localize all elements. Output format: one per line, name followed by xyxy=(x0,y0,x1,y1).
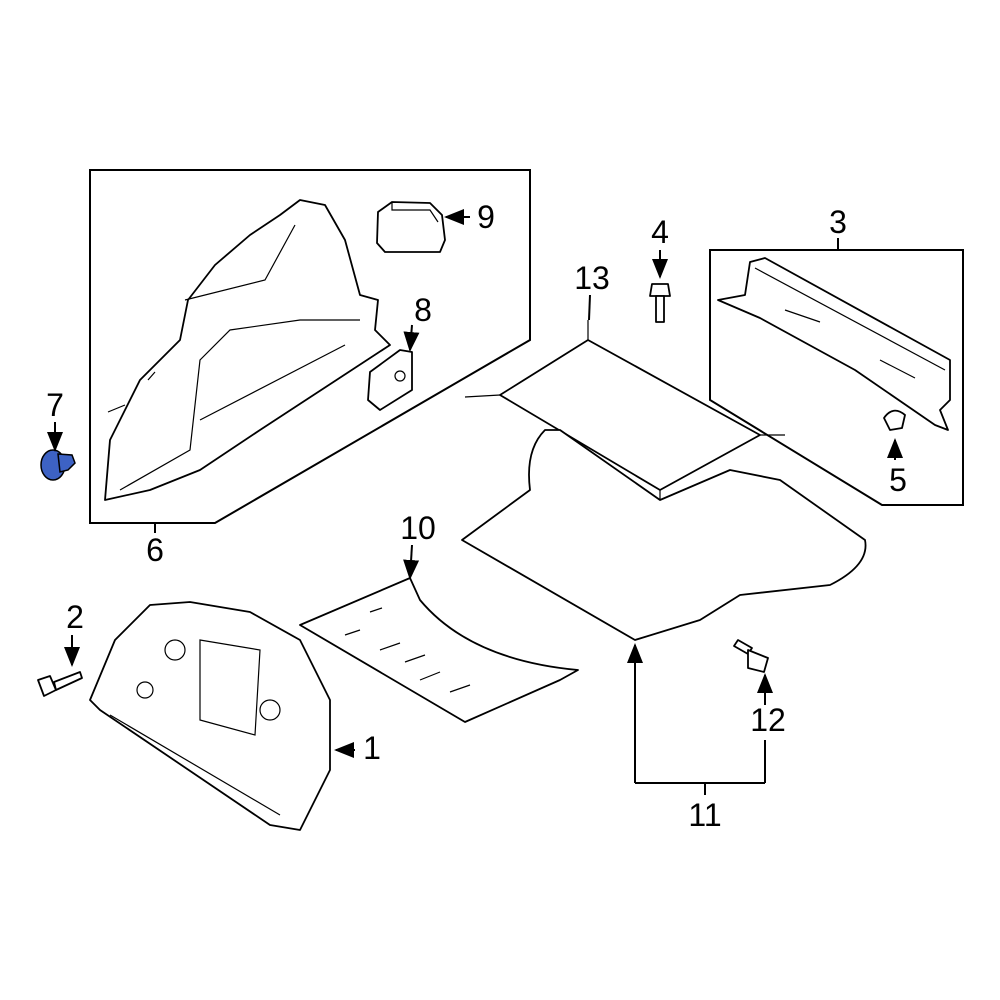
bolt-part xyxy=(649,283,671,323)
push-pin-clip-highlighted xyxy=(40,449,76,481)
group-box-3 xyxy=(709,249,964,506)
callout-5: 5 xyxy=(889,462,907,498)
clip-part xyxy=(883,409,906,431)
cargo-net-part xyxy=(464,320,785,512)
callout-8: 8 xyxy=(414,292,432,328)
callout-6: 6 xyxy=(146,532,164,568)
group-box-6 xyxy=(89,169,531,524)
callout-2: 2 xyxy=(66,599,84,635)
bolt-part-2 xyxy=(37,671,83,697)
callout-3: 3 xyxy=(829,204,847,240)
floor-panel-part xyxy=(299,577,579,723)
callout-1: 1 xyxy=(363,730,381,766)
callout-10: 10 xyxy=(400,510,436,546)
callout-13: 13 xyxy=(574,260,610,296)
callout-9: 9 xyxy=(477,199,495,235)
bolt-part-12 xyxy=(733,639,769,673)
access-lid-part xyxy=(367,349,413,411)
callout-12: 12 xyxy=(750,702,786,738)
trunk-sill-plate-part xyxy=(717,257,951,431)
callout-4: 4 xyxy=(651,214,669,250)
quarter-trim-panel-part xyxy=(104,199,391,501)
callout-7: 7 xyxy=(46,387,64,423)
callout-11: 11 xyxy=(688,797,722,833)
spare-cover-part xyxy=(89,601,331,831)
trunk-mat-part xyxy=(461,429,867,641)
cover-cap-part xyxy=(376,201,446,253)
